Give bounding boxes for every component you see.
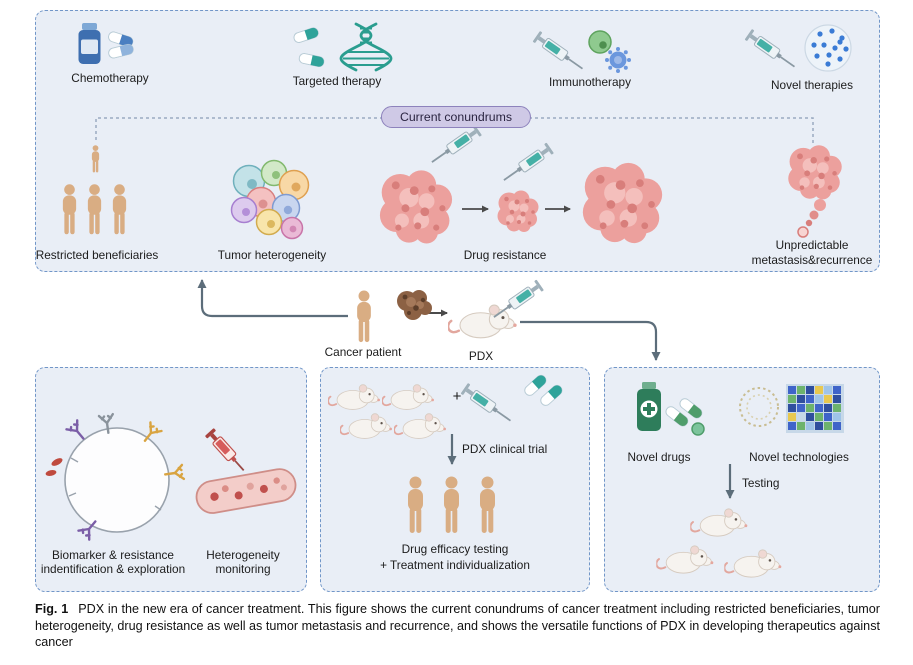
monitoring-label-line1: Heterogeneity: [206, 548, 280, 562]
pills-dna-icon: [292, 22, 393, 72]
person-icon: [112, 184, 127, 235]
cancer-patient-icon: [357, 290, 371, 343]
tumor-icon: [582, 162, 663, 244]
drug-bottle-pills-icon: [637, 382, 705, 436]
biomarker-circle-icon: [45, 412, 186, 541]
person-icon: [444, 476, 459, 533]
person-icon: [62, 184, 77, 235]
conundrum-label-restricted: Restricted beneficiaries: [35, 248, 159, 262]
therapy-label-immunotherapy: Immunotherapy: [549, 75, 631, 89]
treatment-individualization-label: + Treatment individualization: [380, 558, 530, 572]
drug-efficacy-label: Drug efficacy testing: [401, 542, 509, 556]
mouse-icon: [690, 507, 749, 538]
metastasis-icon: [788, 145, 842, 238]
pdx-label: PDX: [468, 349, 494, 363]
therapy-label-chemotherapy: Chemotherapy: [71, 71, 149, 85]
nanoparticle-microarray-icon: [739, 384, 844, 433]
vessel-syringe-icon: [195, 428, 297, 514]
syringe-icon: [499, 141, 555, 187]
person-icon: [480, 476, 495, 533]
novel-technologies-label: Novel technologies: [749, 450, 849, 464]
figure-caption-label: Fig. 1: [35, 602, 69, 616]
person-icon: [87, 184, 102, 235]
biomarker-label-line1: Biomarker & resistance: [52, 548, 174, 562]
arrow-to-conundrums: [197, 279, 348, 318]
plus-sign: +: [452, 388, 462, 405]
person-icon: [408, 476, 423, 533]
syringe-pills-icon: [460, 372, 565, 427]
novel-drugs-label: Novel drugs: [627, 450, 691, 464]
conundrum-label-resistance: Drug resistance: [463, 248, 547, 262]
pdx-clinical-trial-label: PDX clinical trial: [462, 442, 548, 456]
testing-label: Testing: [742, 476, 780, 490]
current-conundrums-badge: Current conundrums: [380, 106, 532, 128]
mouse-icon: [394, 412, 447, 440]
biomarker-label-line2: indentification & exploration: [40, 562, 186, 576]
mouse-icon: [724, 548, 783, 579]
figure-caption-text: PDX in the new era of cancer treatment. …: [35, 602, 880, 650]
syringe-immune-cells-icon: [532, 30, 631, 75]
therapy-label-targeted: Targeted therapy: [292, 74, 382, 88]
therapy-label-novel: Novel therapies: [771, 78, 853, 92]
heterogeneous-cells-icon: [230, 159, 310, 240]
mouse-icon: [656, 544, 715, 575]
monitoring-label-line2: monitoring: [215, 562, 271, 576]
mouse-icon: [340, 412, 393, 440]
syringe-nanoparticle-icon: [744, 24, 852, 73]
conundrum-label-metastasis: Unpredictable metastasis&recurrence: [751, 238, 873, 267]
conundrum-label-heterogeneity: Tumor heterogeneity: [217, 248, 327, 262]
cancer-patient-label: Cancer patient: [324, 345, 402, 359]
implant-syringe-icon: [489, 278, 545, 324]
person-icon: [91, 145, 100, 173]
medicine-bottle-pills-icon: [78, 23, 135, 64]
syringe-icon: [427, 123, 483, 169]
patient-tumor-icon: [397, 290, 432, 320]
